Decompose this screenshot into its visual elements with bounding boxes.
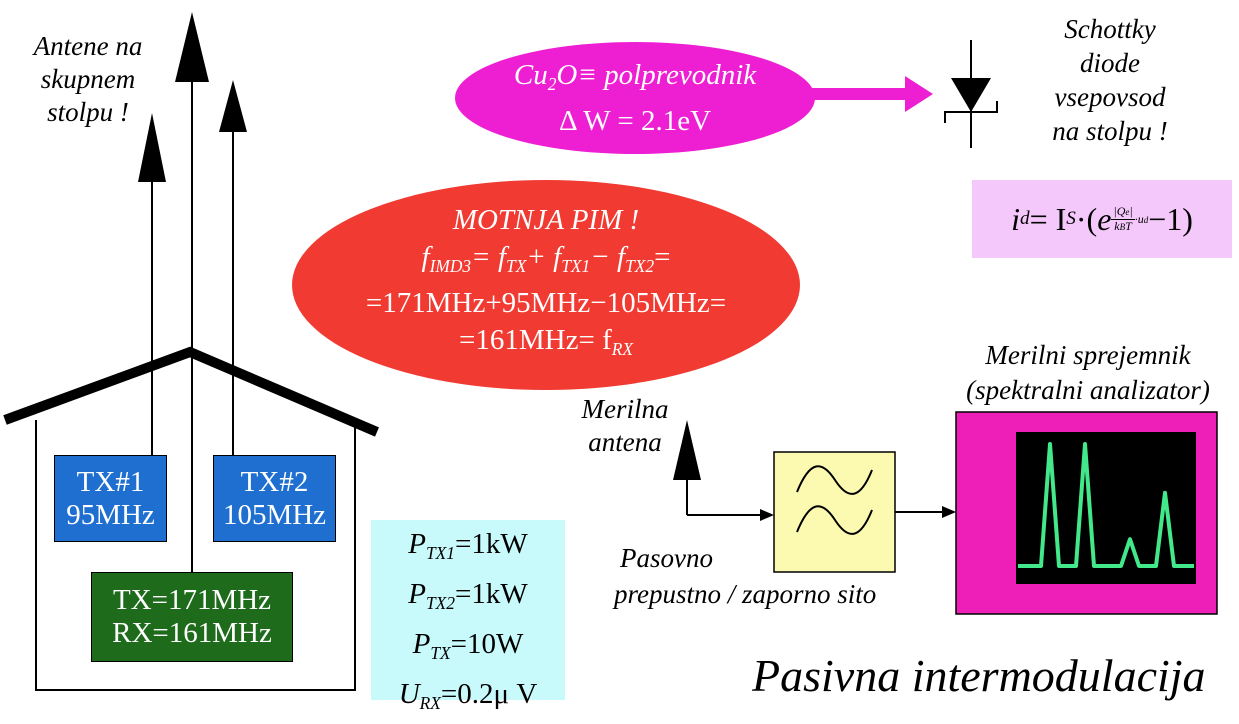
caption-line: Merilni sprejemnik [985,340,1191,370]
tx2-frequency: 105MHz [222,498,327,531]
eq-id-sub: d [1020,208,1030,229]
voltage-rx: URX=0.2μ V [398,678,538,714]
caption-line: diode [1080,48,1140,78]
tx-frequency: TX=171MHz [112,584,272,616]
rx-frequency: RX=161MHz [112,617,272,649]
eq-is-sub: S [1066,208,1076,229]
power-tx2: PTX2=1kW [408,578,528,614]
pim-title: MOTNJA PIM ! [452,203,640,236]
caption-line: prepustno / zaporno sito [614,579,877,609]
house [3,346,379,691]
arrow-to-diode [810,76,933,112]
tx2-label: TX#2 [240,465,309,498]
schottky-diode-icon [944,40,998,148]
slide-title: Pasivna intermodulacija [752,650,1206,701]
measurement-antenna-caption: Merilna antena [555,393,695,459]
power-levels-box: PTX1=1kW PTX2=1kW PTX=10W URX=0.2μ V [371,520,565,713]
antenna-caption: Antene na skupnem stolpu ! [8,30,168,129]
caption-line: vsepovsod [1054,82,1166,112]
measurement-chain [673,420,956,521]
antenna-center-icon [175,12,209,82]
imd3-numeric: =171MHz+95MHz−105MHz= [365,287,727,319]
eq-exp-tail: ·ud [1134,211,1149,226]
eq-exponent: |Qe|kBT [1111,203,1135,233]
eq-close: −1) [1148,200,1193,237]
caption-line: Pasovno [620,543,713,573]
imd3-result: =161MHz= fRX [459,324,633,360]
caption-line: skupnem [40,64,136,94]
tx2-box: TX#2 105MHz [213,455,336,542]
antenna-masts [138,12,247,572]
caption-line: stolpu ! [47,97,129,127]
power-tx1: PTX1=1kW [408,528,528,564]
caption-line: Antene na [33,31,143,61]
filter-block [773,451,896,573]
spectrum-analyzer [955,411,1218,615]
measurement-antenna-icon [673,420,701,480]
cu2o-line: Cu2O≡ polprevodnik [513,59,757,95]
antenna-right-icon [219,80,247,132]
cu2o-bubble: Cu2O≡ polprevodnik Δ W = 2.1eV [455,42,815,154]
band-gap-line: Δ W = 2.1eV [558,104,712,137]
caption-line: Schottky [1064,14,1156,44]
tx1-box: TX#1 95MHz [54,455,167,542]
imd3-formula: fIMD3= fTX+ fTX1− fTX2= [421,240,671,276]
caption-line: antena [588,427,662,457]
schottky-caption: Schottky diode vsepovsod na stolpu ! [1010,12,1210,148]
filter-caption: Pasovno prepustno / zaporno sito [614,540,944,612]
eq-exp-base: e [1097,200,1112,237]
tx1-frequency: 95MHz [66,498,155,531]
tx1-label: TX#1 [76,465,145,498]
house-roof [3,346,379,437]
eq-id: i [1011,200,1020,237]
antenna-left-icon [138,113,166,182]
pim-bubble: MOTNJA PIM ! fIMD3= fTX+ fTX1− fTX2= =17… [292,180,800,390]
caption-line: na stolpu ! [1052,116,1168,146]
txrx-box: TX=171MHz RX=161MHz [91,572,293,662]
caption-line: (spektralni analizator) [966,375,1210,405]
filter-sine-icon [796,465,873,495]
eq-is: = I [1029,200,1067,237]
eq-open: ·( [1075,200,1098,237]
spectrum-trace [1018,442,1194,568]
receiver-caption: Merilni sprejemnik (spektralni analizato… [940,338,1236,408]
scene-canvas [3,12,1218,691]
caption-line: Merilna [581,394,669,424]
power-tx: PTX=10W [412,628,524,664]
